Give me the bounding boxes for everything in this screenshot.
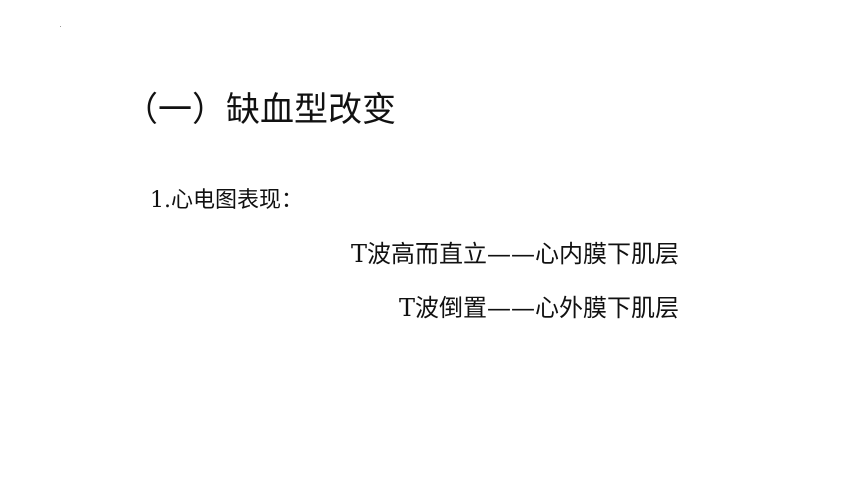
decorative-dot [60,26,61,27]
finding-item: T波高而直立——心内膜下肌层 [350,240,679,268]
section-heading: （一）缺血型改变 [124,90,396,130]
finding-item: T波倒置——心外膜下肌层 [398,294,679,322]
subsection-heading: 1.心电图表现： [150,188,303,213]
